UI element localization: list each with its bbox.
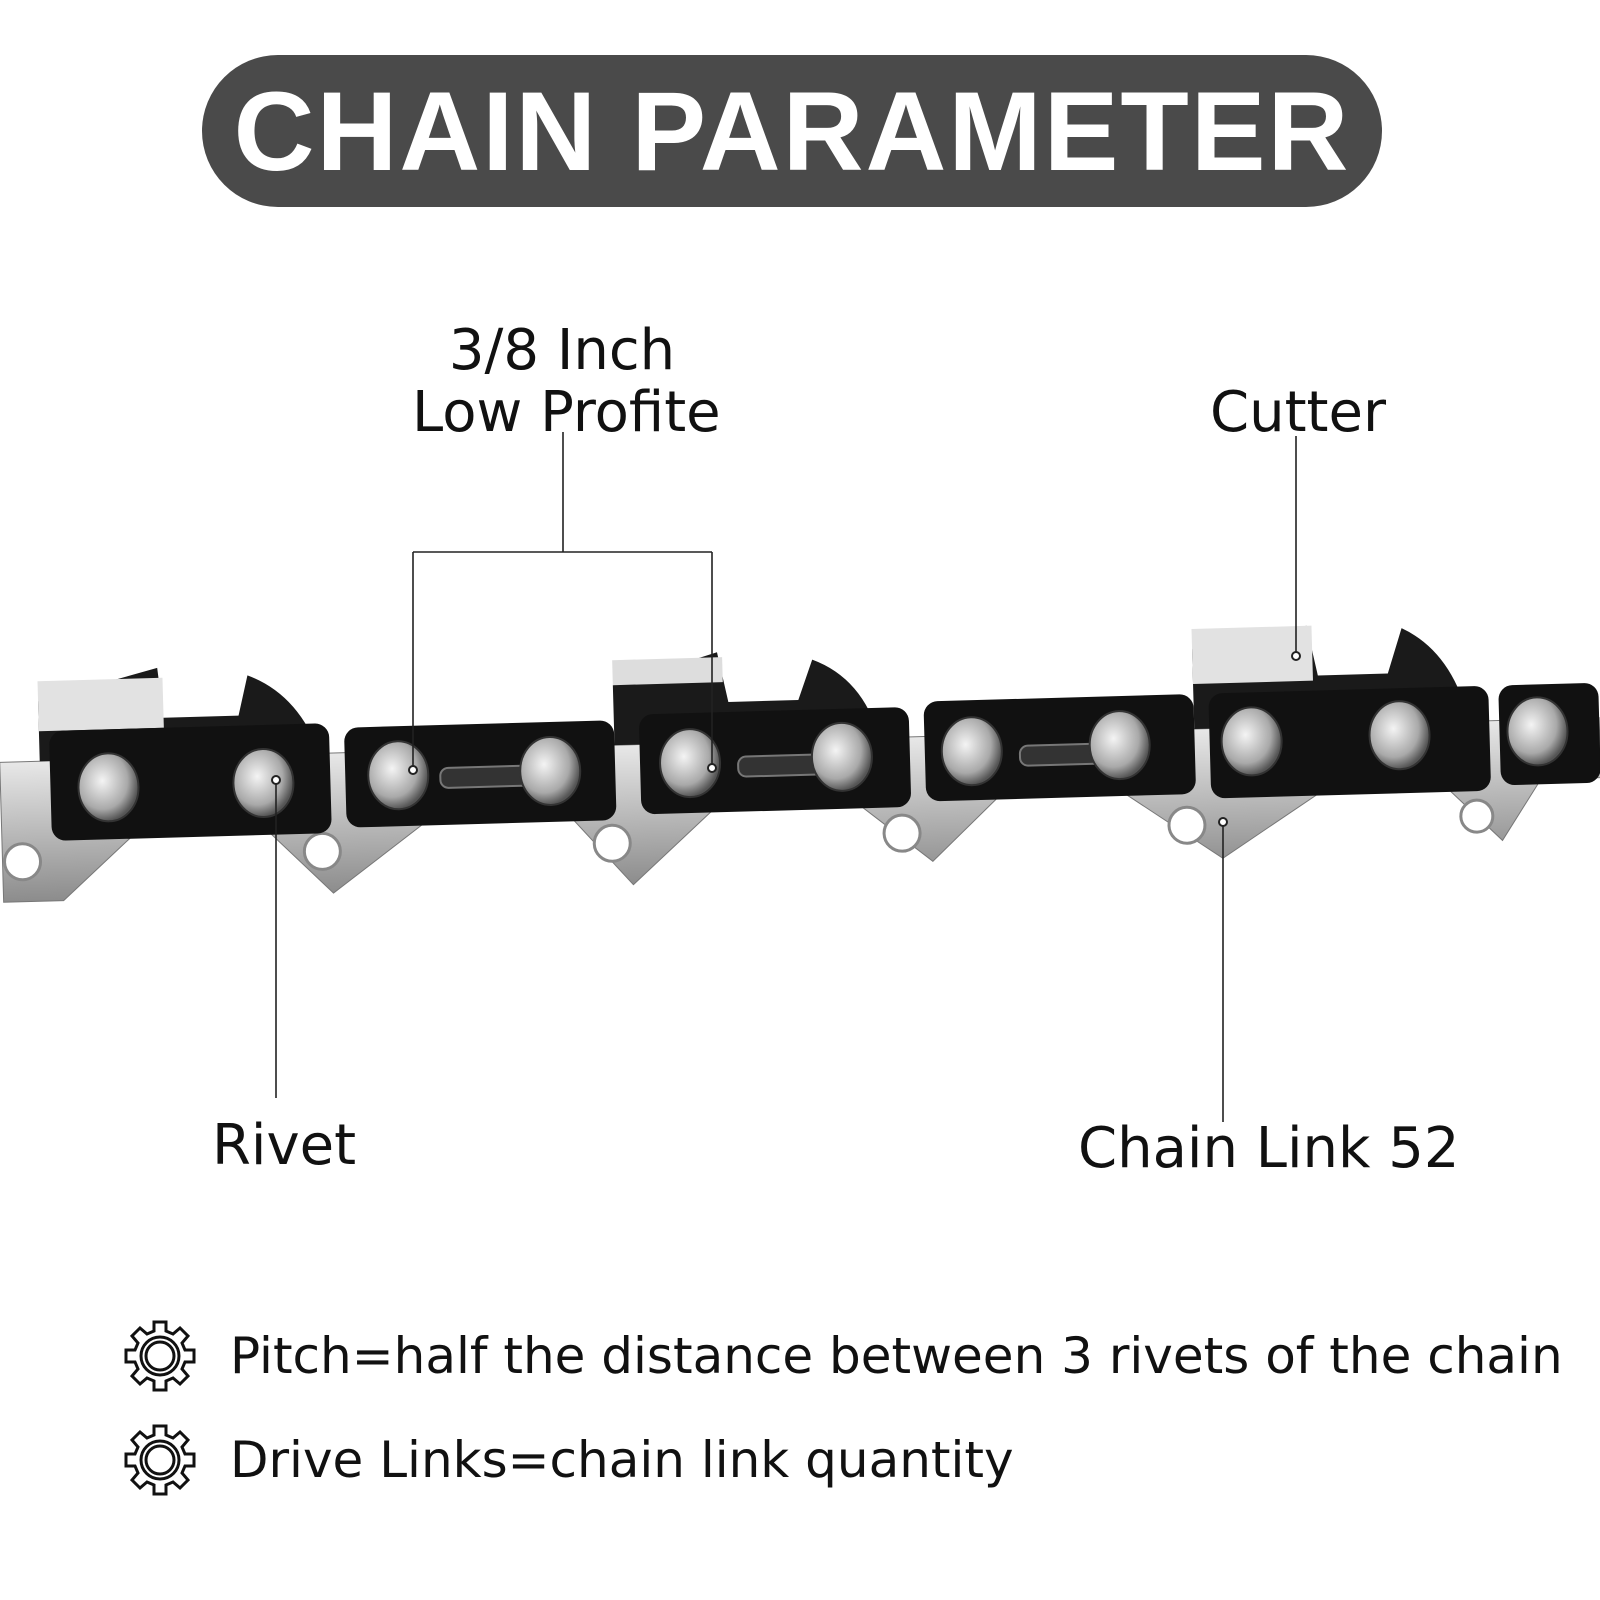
callout-lines bbox=[275, 432, 1297, 1122]
pitch-label: 3/8 Inch Low Profite bbox=[412, 318, 721, 445]
chain-link-label: Chain Link 52 bbox=[1078, 1116, 1460, 1181]
pitch-label-line1: 3/8 Inch bbox=[448, 318, 676, 383]
pitch-label-line2: Low Profite bbox=[412, 380, 721, 445]
title-banner: CHAIN PARAMETER bbox=[202, 55, 1382, 207]
note-drive-links: Drive Links=chain link quantity bbox=[120, 1420, 1014, 1500]
note-text: Drive Links=chain link quantity bbox=[230, 1431, 1014, 1489]
note-pitch: Pitch=half the distance between 3 rivets… bbox=[120, 1316, 1563, 1396]
gear-icon bbox=[124, 1320, 196, 1392]
gear-icon bbox=[124, 1424, 196, 1496]
rivet-label: Rivet bbox=[212, 1113, 357, 1178]
cutter-label: Cutter bbox=[1210, 380, 1386, 445]
rivets bbox=[77, 696, 1569, 823]
note-text: Pitch=half the distance between 3 rivets… bbox=[230, 1327, 1563, 1385]
page-title: CHAIN PARAMETER bbox=[233, 68, 1351, 194]
